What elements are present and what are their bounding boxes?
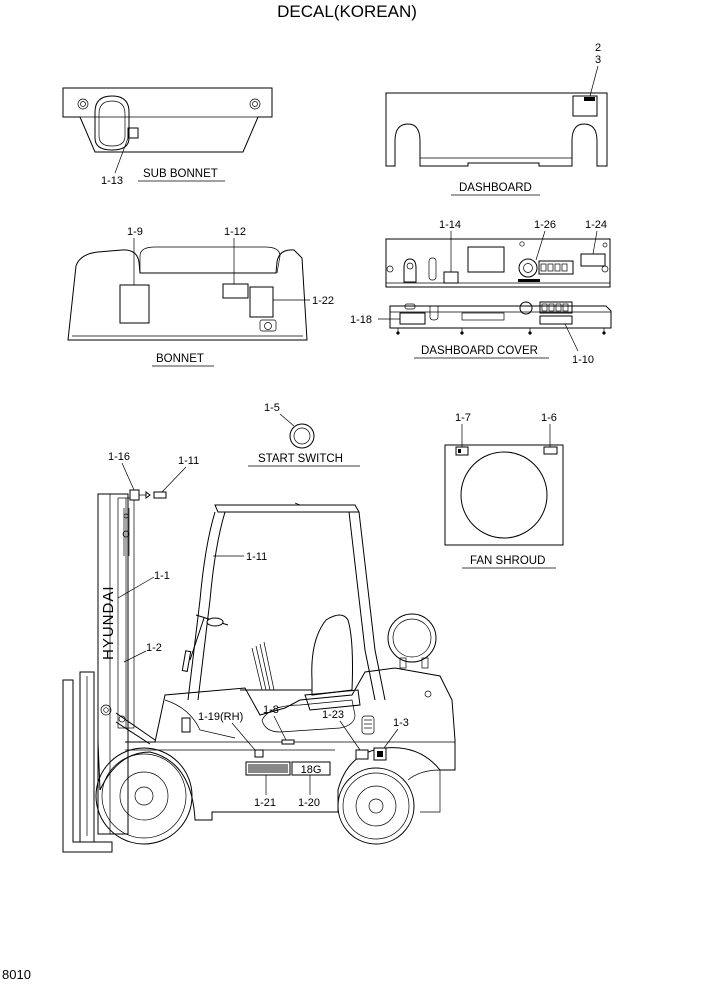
callout-1-19: 1-19(RH)	[198, 711, 243, 723]
callout-1-5: 1-5	[264, 402, 280, 414]
callout-1-9: 1-9	[127, 226, 143, 238]
model-decal: 18G	[301, 764, 322, 776]
label-sub-bonnet: SUB BONNET	[143, 168, 218, 180]
callout-1-7: 1-7	[455, 412, 471, 424]
callout-1-20: 1-20	[298, 797, 320, 809]
label-bonnet: BONNET	[156, 353, 204, 365]
callout-1-2: 1-2	[146, 642, 162, 654]
callout-1-21: 1-21	[254, 797, 276, 809]
label-start-switch: START SWITCH	[258, 453, 343, 465]
callout-1-11-cab: 1-11	[246, 551, 267, 563]
callout-3: 3	[595, 54, 601, 66]
callout-1-11-top: 1-11	[178, 455, 199, 467]
callout-1-13: 1-13	[101, 175, 123, 187]
label-dashboard: DASHBOARD	[459, 182, 532, 194]
callout-2: 2	[595, 42, 601, 54]
callout-1-23: 1-23	[322, 709, 344, 721]
dashboard-cover-drawing	[389, 301, 612, 335]
label-fan-shroud: FAN SHROUD	[470, 555, 545, 567]
callout-1-22: 1-22	[312, 295, 334, 307]
callout-1-3: 1-3	[393, 717, 409, 729]
start-switch-drawing	[289, 423, 315, 449]
callout-1-10: 1-10	[572, 354, 594, 366]
callout-1-8: 1-8	[263, 704, 279, 716]
callout-1-14: 1-14	[439, 219, 461, 231]
callout-1-1: 1-1	[154, 570, 170, 582]
callout-1-24: 1-24	[585, 219, 607, 231]
callout-1-18: 1-18	[350, 314, 372, 326]
page-title: DECAL(KOREAN)	[277, 2, 417, 21]
callout-1-12: 1-12	[224, 226, 246, 238]
callout-1-26: 1-26	[534, 219, 556, 231]
callout-1-6: 1-6	[541, 412, 557, 424]
page-code: 8010	[2, 967, 31, 982]
mast-brand-decal: HYUNDAI	[100, 585, 117, 660]
bonnet-drawing	[67, 246, 308, 341]
label-dashboard-cover: DASHBOARD COVER	[421, 345, 538, 357]
dashboard-drawing	[385, 92, 608, 167]
sub-bonnet-drawing	[62, 87, 273, 153]
fan-shroud-drawing	[444, 444, 564, 546]
forklift-drawing: HYUNDAI	[62, 489, 456, 853]
dashboard-panel-drawing	[385, 238, 611, 288]
callout-1-16: 1-16	[108, 451, 130, 463]
